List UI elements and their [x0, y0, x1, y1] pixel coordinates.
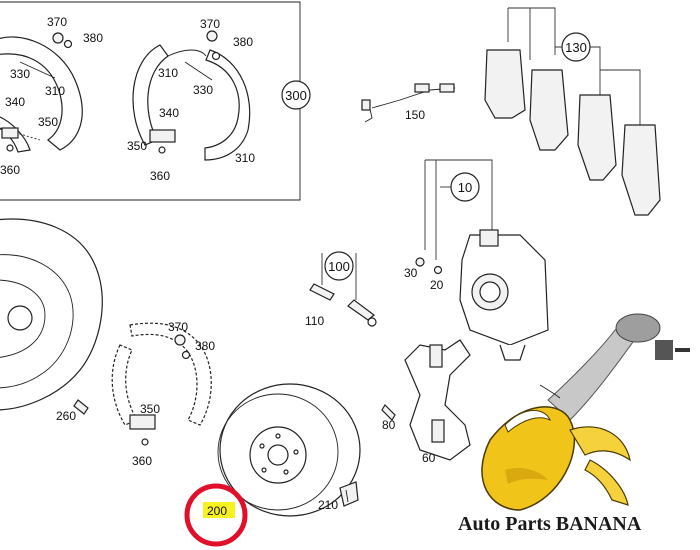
- label-350-b: 350: [127, 139, 147, 153]
- label-340-a: 340: [5, 95, 25, 109]
- label-30: 30: [404, 266, 418, 280]
- label-330-b: 330: [193, 83, 213, 97]
- highlight-ring: [184, 483, 248, 547]
- label-310-a: 310: [45, 84, 65, 98]
- label-110: 110: [305, 314, 324, 328]
- label-210: 210: [318, 498, 338, 512]
- label-80: 80: [382, 418, 396, 432]
- label-150: 150: [405, 108, 425, 122]
- label-380-b: 380: [233, 35, 253, 49]
- watermark-text: Auto Parts BANANA: [458, 513, 642, 535]
- control-arm: [539, 313, 690, 421]
- label-260: 260: [56, 409, 76, 423]
- wheel-bolt: [339, 481, 359, 507]
- brake-caliper: 10: [415, 159, 549, 361]
- brake-pad-set: 130: [484, 7, 661, 216]
- wear-sensor: [361, 83, 456, 123]
- caliper-bracket: [381, 339, 471, 461]
- highlighted-part-200: 200: [184, 483, 248, 547]
- label-60: 60: [422, 451, 436, 465]
- label-340-b: 340: [159, 106, 179, 120]
- label-350-c: 350: [140, 402, 160, 416]
- callout-100: 100: [328, 259, 350, 274]
- parking-brake-shoe: [111, 322, 212, 446]
- guide-pins: 100: [309, 251, 377, 327]
- label-380-a: 380: [83, 31, 103, 45]
- right-shoe-assembly: [132, 30, 251, 161]
- label-350-a: 350: [38, 115, 58, 129]
- brake-rotor: [217, 383, 361, 517]
- label-380-c: 380: [195, 339, 215, 353]
- callout-130: 130: [565, 40, 587, 55]
- label-330-a: 330: [10, 67, 30, 81]
- label-370-c: 370: [168, 320, 188, 334]
- callout-300: 300: [285, 88, 307, 103]
- shield-bolt: [73, 399, 89, 415]
- label-360-a: 360: [0, 163, 20, 177]
- label-370-b: 370: [200, 17, 220, 31]
- shoe-kit-inset: 300 370 380 330 310 340 350 360: [0, 1, 311, 201]
- label-20: 20: [430, 278, 444, 292]
- callout-10: 10: [458, 180, 472, 195]
- label-360-b: 360: [150, 169, 170, 183]
- label-310-c: 310: [235, 151, 255, 165]
- label-370-a: 370: [47, 15, 67, 29]
- label-310-b: 310: [158, 66, 178, 80]
- dust-shield: [0, 218, 103, 411]
- label-360-c: 360: [132, 454, 152, 468]
- banana-logo: [481, 406, 631, 511]
- label-200: 200: [207, 504, 227, 518]
- left-shoe-assembly: [0, 32, 83, 153]
